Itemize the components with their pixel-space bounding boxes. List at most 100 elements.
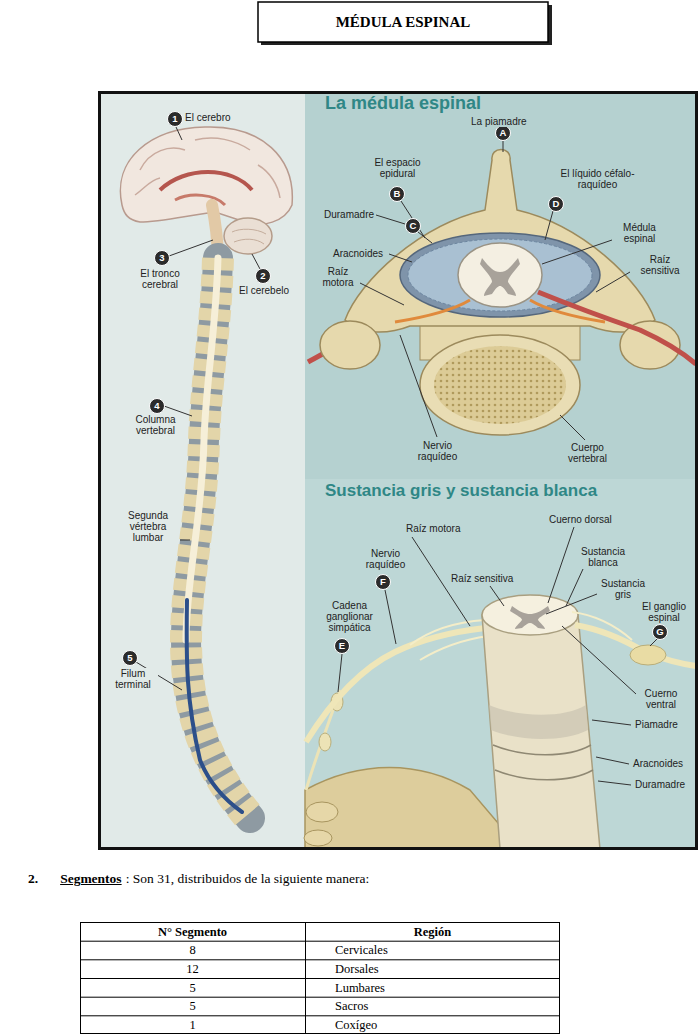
- table-grid: [80, 922, 560, 1034]
- leader-line: [376, 215, 405, 224]
- illustration-frame: [100, 93, 697, 849]
- part-label: Filum terminal: [108, 668, 158, 690]
- leader-line: [596, 757, 629, 764]
- part-label: Sustancia gris: [598, 578, 648, 600]
- part-label: Médula espinal: [612, 222, 667, 244]
- callout-letter: 1: [167, 111, 183, 127]
- table-cell: 5: [80, 997, 305, 1016]
- leader-line: [542, 240, 612, 264]
- part-label: Piamadre: [634, 719, 679, 730]
- table-rule: [80, 1033, 560, 1034]
- bottom-right-panel: [305, 479, 697, 849]
- callout-letter: B: [389, 186, 405, 202]
- leader-line: [418, 232, 432, 243]
- leader-line: [252, 254, 260, 269]
- transverse-process-left: [320, 321, 380, 369]
- table-rule: [80, 922, 81, 1034]
- table-cell: Lumbares: [335, 979, 555, 998]
- section-line: 2.Segmentos: Son 31, distribuidos de la …: [28, 871, 369, 887]
- vertebral-column: [186, 258, 250, 818]
- table-cell: N° Segmento: [80, 923, 305, 942]
- cerebellum-folia: [232, 229, 266, 244]
- leader-line: [176, 127, 182, 140]
- part-label: El cerebelo: [238, 285, 290, 296]
- spinal-nerve-left: [306, 628, 485, 742]
- leader-line: [650, 639, 657, 646]
- leader-line: [546, 594, 597, 614]
- part-label: Cadena ganglionar simpática: [322, 600, 377, 633]
- leader-line: [401, 201, 425, 238]
- spinous-knob: [304, 830, 332, 846]
- callout-circle: [155, 251, 170, 266]
- leader-line: [545, 211, 553, 240]
- vertebral-bodies: [305, 768, 520, 850]
- callout-letter: 3: [154, 250, 170, 266]
- title-box: [258, 2, 548, 42]
- cord-cylinder: [482, 615, 600, 849]
- spinous-knob: [306, 802, 338, 822]
- part-label: El tronco cerebral: [125, 268, 195, 290]
- vertebra-cross-section: [308, 150, 696, 436]
- section-text: Segmentos: [60, 871, 122, 886]
- table-cell: Sacros: [335, 997, 555, 1016]
- table-cell: Coxígeo: [335, 1016, 555, 1035]
- gray-matter-section: [480, 258, 520, 296]
- sensory-root-right: [530, 300, 605, 322]
- table-rule: [305, 922, 306, 1034]
- brain-gyri: [135, 138, 280, 198]
- callout-letter: G: [652, 624, 668, 640]
- part-label: Nervio raquídeo: [363, 548, 408, 570]
- rootlets-right: [572, 612, 632, 640]
- callout-letter: F: [375, 574, 391, 590]
- part-label: El ganglio espinal: [636, 601, 692, 623]
- part-label: El cerebro: [184, 112, 232, 123]
- leader-line: [598, 781, 631, 785]
- leader-line: [562, 626, 636, 694]
- table-rule: [80, 978, 560, 979]
- callout-circle: [150, 399, 165, 414]
- vertebrae: [186, 258, 250, 818]
- table-rule: [80, 922, 560, 923]
- callout-circle: [123, 651, 138, 666]
- part-label: Columna vertebral: [128, 414, 183, 436]
- part-label: Cuerpo vertebral: [560, 442, 615, 464]
- spinal-nerve-right: [575, 625, 696, 666]
- left-panel: [100, 93, 305, 849]
- leader-line: [338, 654, 342, 692]
- leader-line: [548, 527, 574, 603]
- part-label: El líquido céfalo-raquídeo: [550, 168, 645, 190]
- leader-lines: [136, 127, 657, 785]
- table-cell: 5: [80, 979, 305, 998]
- top-right-panel: [305, 93, 697, 479]
- callout-letter: C: [405, 218, 421, 234]
- spinal-cord-section: [458, 243, 542, 307]
- callout-letter: E: [334, 638, 350, 654]
- cord-top-section: [482, 595, 578, 635]
- part-label: Cuerno ventral: [636, 688, 686, 710]
- nerve-right: [538, 292, 696, 364]
- part-label: Segunda vértebra lumbar: [118, 510, 178, 543]
- part-label: Duramadre: [323, 209, 375, 220]
- spinal-cord: [186, 258, 218, 640]
- leader-line: [560, 415, 585, 440]
- part-label: Nervio raquídeo: [410, 440, 465, 462]
- part-label: Aracnoides: [632, 758, 684, 769]
- vertebral-body: [420, 335, 580, 435]
- part-label: Aracnoides: [332, 248, 384, 259]
- corpus-callosum: [160, 172, 252, 190]
- callout-letter: 2: [255, 268, 271, 284]
- callout-circle: [549, 197, 564, 212]
- meningeal-layers: [489, 705, 588, 739]
- leader-line: [400, 335, 437, 437]
- leader-line: [180, 540, 190, 541]
- callout-letter: 5: [122, 650, 138, 666]
- callout-circle: [335, 639, 350, 654]
- brain-outline: [120, 127, 292, 224]
- table-cell: Cervicales: [335, 941, 555, 960]
- vertebral-body-spongy: [434, 346, 566, 424]
- part-label: El espacio epidural: [365, 157, 430, 179]
- part-label: Raíz motora: [405, 523, 461, 534]
- panel-heading: La médula espinal: [325, 94, 481, 114]
- gray-matter: [510, 606, 550, 629]
